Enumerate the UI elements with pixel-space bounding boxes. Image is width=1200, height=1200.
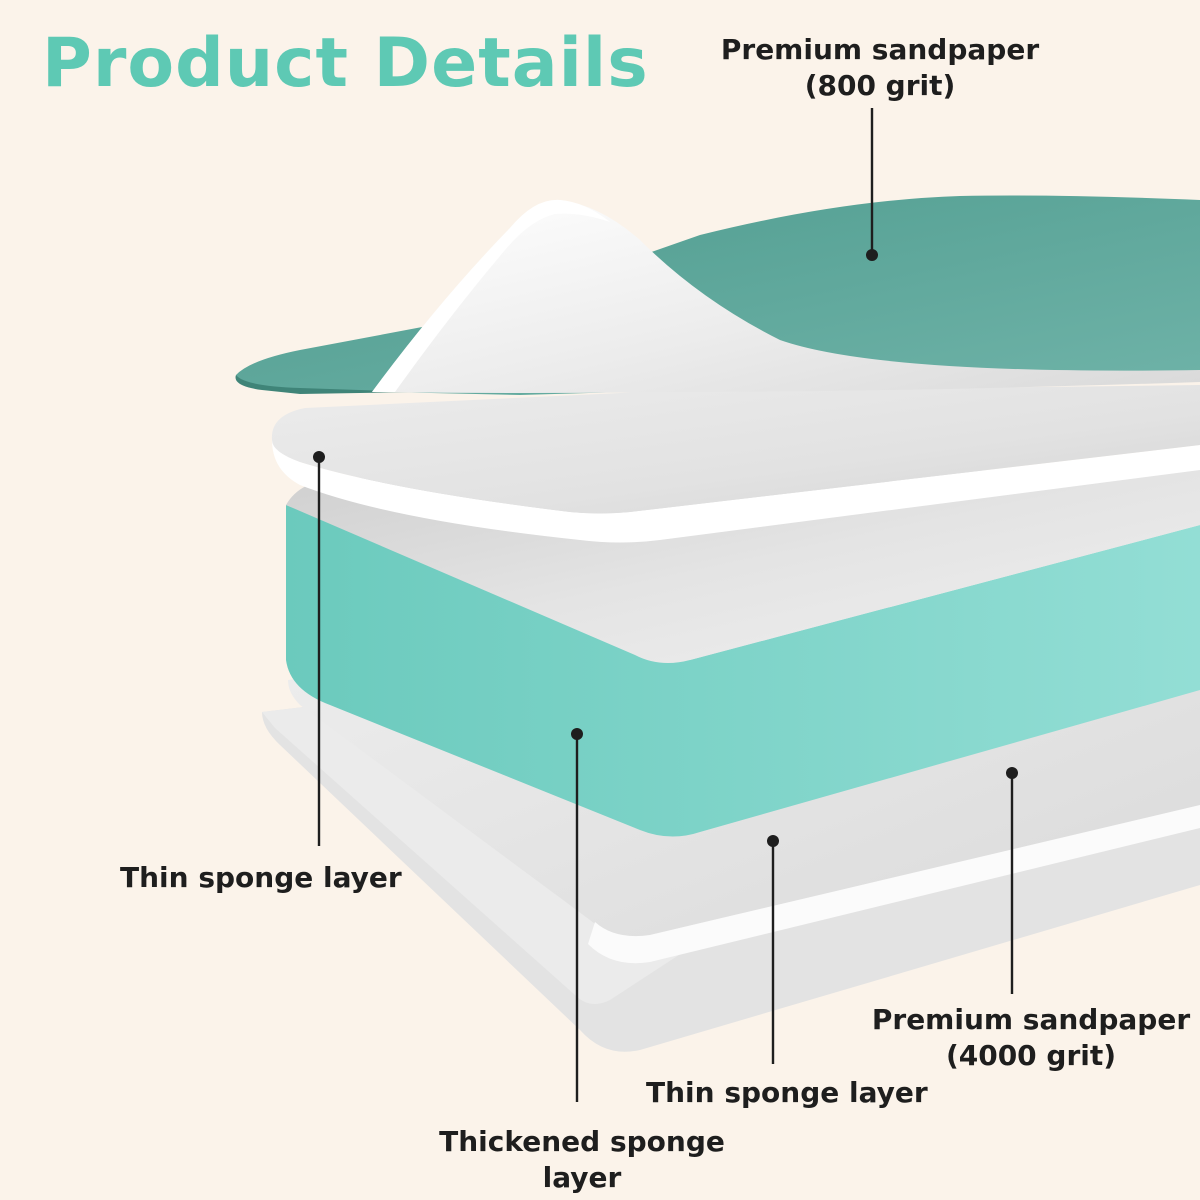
label-thin-sponge-left-line1: Thin sponge layer [120, 861, 402, 894]
leader-dot-thin-sponge-left [313, 451, 325, 463]
label-top-sandpaper-line1: Premium sandpaper [720, 33, 1040, 66]
leader-dot-top-sandpaper [866, 249, 878, 261]
curled-backing-sheet [372, 199, 1200, 393]
label-top-sandpaper: Premium sandpaper (800 grit) [720, 32, 1040, 104]
leader-lines [313, 108, 1018, 1102]
label-bottom-sandpaper-line2: (4000 grit) [945, 1038, 1117, 1072]
label-thickened-sponge: Thickened sponge layer [436, 1124, 728, 1196]
label-thin-sponge-left: Thin sponge layer [120, 860, 402, 896]
leader-dot-thickened-sponge [571, 728, 583, 740]
thin-sponge-top-layer [271, 385, 1200, 543]
label-thin-sponge-bottom: Thin sponge layer [646, 1075, 928, 1111]
label-thickened-sponge-line2: layer [542, 1160, 622, 1194]
leader-dot-bottom-sandpaper [1006, 767, 1018, 779]
label-thickened-sponge-line1: Thickened sponge [439, 1125, 725, 1158]
page-title: Product Details [42, 24, 649, 103]
label-thin-sponge-bottom-line1: Thin sponge layer [646, 1076, 928, 1109]
label-bottom-sandpaper: Premium sandpaper (4000 grit) [870, 1002, 1192, 1074]
label-top-sandpaper-line2: (800 grit) [804, 68, 956, 102]
leader-dot-thin-sponge-bottom [767, 835, 779, 847]
label-bottom-sandpaper-line1: Premium sandpaper [871, 1003, 1191, 1036]
